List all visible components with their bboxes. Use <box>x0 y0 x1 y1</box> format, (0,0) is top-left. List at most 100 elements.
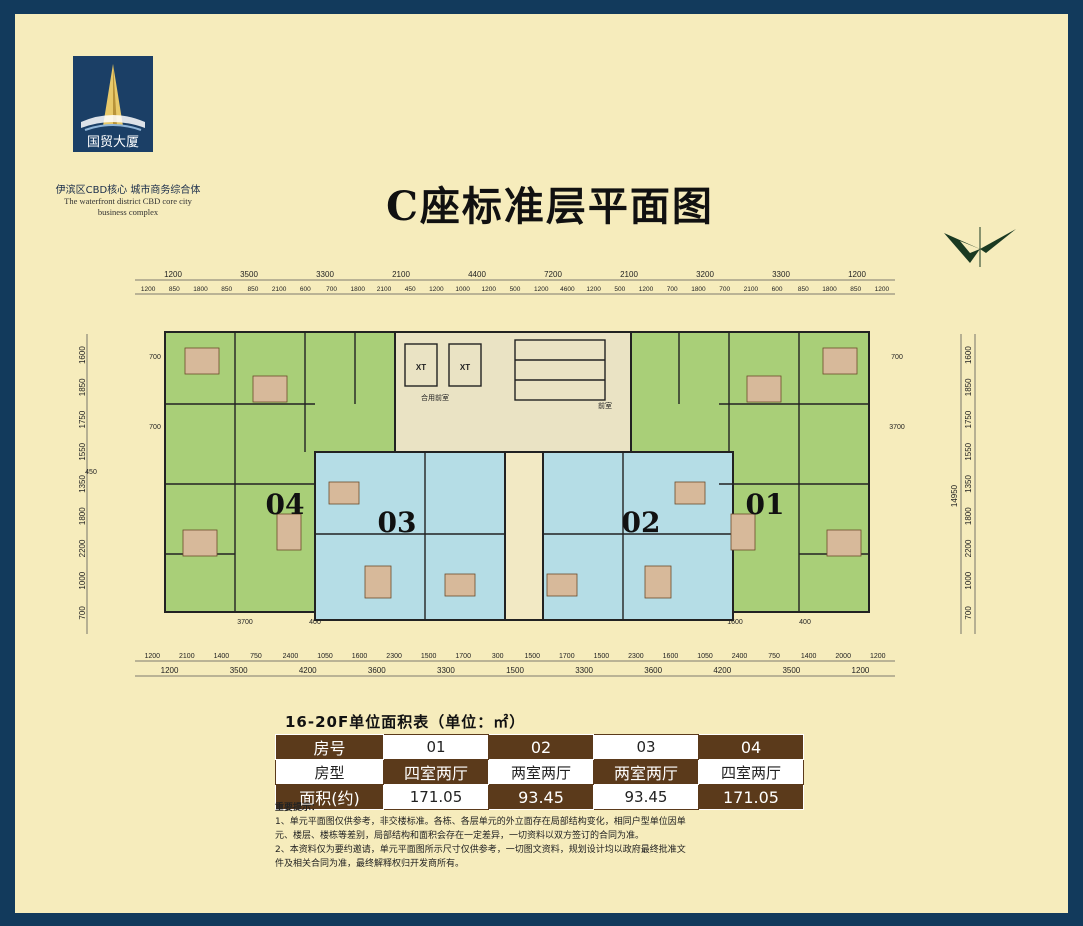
dimension-top-2: 1800 <box>822 286 837 293</box>
unit-label-04: 04 <box>266 488 305 521</box>
table-cell: 02 <box>488 734 594 760</box>
unit-area-table: 房号 01 02 03 04 房型 四室两厅 两室两厅 两室两厅 四室两厅 面积… <box>275 734 804 810</box>
table-cell: 四室两厅 <box>383 759 489 785</box>
dimension-bottom-1: 750 <box>250 653 262 660</box>
dimension-inner: 3700 <box>889 424 905 431</box>
dimension-bottom-1: 1500 <box>594 653 610 660</box>
dimension-top-2: 1800 <box>193 286 208 293</box>
dimension-left: 700 <box>78 606 87 620</box>
light-well <box>504 451 544 621</box>
dimension-bottom-2: 4200 <box>713 666 731 675</box>
dimension-left: 1750 <box>78 410 87 428</box>
dimension-bottom-1: 1600 <box>663 653 679 660</box>
dimension-bottom-1: 1050 <box>317 653 333 660</box>
dimension-top-1: 7200 <box>544 270 562 279</box>
dimension-top-2: 1800 <box>351 286 366 293</box>
elevator-label-2: XT <box>460 363 470 372</box>
table-cell: 房号 <box>275 734 384 760</box>
dimension-top-2: 1200 <box>534 286 549 293</box>
table-cell: 171.05 <box>383 784 489 810</box>
dimension-bottom-1: 750 <box>768 653 780 660</box>
dimension-top-2: 1200 <box>586 286 601 293</box>
dimension-bottom-1: 2100 <box>179 653 195 660</box>
dimension-inner: 700 <box>149 354 161 361</box>
dimension-top-2: 1800 <box>691 286 706 293</box>
room-label-lobby: 前室 <box>598 401 612 410</box>
dimension-right: 1800 <box>964 507 973 525</box>
dimension-bottom-1: 2300 <box>386 653 402 660</box>
dimension-bottom-1: 2300 <box>628 653 644 660</box>
table-cell: 93.45 <box>593 784 699 810</box>
dimension-top-2: 700 <box>326 286 337 293</box>
dimension-top-1: 2100 <box>392 270 410 279</box>
logo-name: 国贸大厦 <box>87 135 139 150</box>
dimension-bottom-1: 300 <box>492 653 504 660</box>
dimension-top-2: 850 <box>169 286 180 293</box>
dimension-inner: 700 <box>891 354 903 361</box>
dimension-top-1: 1200 <box>164 270 182 279</box>
dimension-top-1: 1200 <box>848 270 866 279</box>
dimension-bottom-1: 1400 <box>801 653 817 660</box>
dimension-bottom-1: 1400 <box>214 653 230 660</box>
dimension-left: 1850 <box>78 378 87 396</box>
table-cell: 两室两厅 <box>488 759 594 785</box>
dimension-left: 1350 <box>78 475 87 493</box>
dimension-bottom-1: 1700 <box>455 653 471 660</box>
elevator-label-1: XT <box>416 363 426 372</box>
unit-label-03: 03 <box>378 506 417 539</box>
area-table-title: 16-20F单位面积表（单位：㎡） <box>285 713 526 731</box>
dimension-top-1: 3200 <box>696 270 714 279</box>
table-cell: 两室两厅 <box>593 759 699 785</box>
logo-tagline-en-2: business complex <box>97 207 159 217</box>
north-arrow-icon <box>940 219 1020 274</box>
table-cell: 四室两厅 <box>698 759 804 785</box>
dimension-bottom-1: 1500 <box>524 653 540 660</box>
dimension-bottom-2: 3500 <box>230 666 248 675</box>
logo-tagline: 伊滨区CBD核心 城市商务综合体 The waterfront district… <box>53 185 203 218</box>
dimension-bottom-1: 1700 <box>559 653 575 660</box>
dimension-bottom-1: 2400 <box>732 653 748 660</box>
dimension-top-1: 3300 <box>316 270 334 279</box>
dimension-top-2: 500 <box>614 286 625 293</box>
dimension-left: 1000 <box>78 571 87 589</box>
room-label-shared-lobby: 合用前室 <box>421 393 449 402</box>
dimension-top-1: 2100 <box>620 270 638 279</box>
dimension-top-2: 700 <box>667 286 678 293</box>
dimension-top-2: 850 <box>221 286 232 293</box>
dimension-bottom-1: 1050 <box>697 653 713 660</box>
dimension-top-2: 850 <box>850 286 861 293</box>
dimension-top-2: 4600 <box>560 286 575 293</box>
dimension-inner: 400 <box>309 619 321 626</box>
dimension-top-2: 700 <box>719 286 730 293</box>
dimension-bottom-2: 3300 <box>437 666 455 675</box>
dimension-top-1: 3500 <box>240 270 258 279</box>
dimension-bottom-1: 2000 <box>835 653 851 660</box>
table-row: 房号 01 02 03 04 <box>275 734 804 760</box>
dimension-bottom-2: 4200 <box>299 666 317 675</box>
dimension-top-2: 2100 <box>744 286 759 293</box>
unit-label-01: 01 <box>746 488 785 521</box>
dimension-top-2: 600 <box>772 286 783 293</box>
dimension-top-2: 1200 <box>639 286 654 293</box>
dimension-left: 2200 <box>78 539 87 557</box>
dimension-top-2: 850 <box>248 286 259 293</box>
dimension-bottom-2: 1200 <box>852 666 870 675</box>
notes-heading: 重要提示： <box>275 803 321 813</box>
table-row: 面积(约) 171.05 93.45 93.45 171.05 <box>275 784 804 810</box>
dimension-bottom-1: 1200 <box>870 653 886 660</box>
dimension-right: 1600 <box>964 346 973 364</box>
table-cell: 03 <box>593 734 699 760</box>
page-title: C座标准层平面图 <box>386 183 714 230</box>
dimension-top-2: 1200 <box>482 286 497 293</box>
dimension-inner: 450 <box>85 469 97 476</box>
notes-line: 1、单元平面图仅供参考，非交楼标准。各栋、各层单元的外立面存在局部结构变化，相同… <box>275 817 686 827</box>
dimension-bottom-1: 1600 <box>352 653 368 660</box>
dimension-right: 1850 <box>964 378 973 396</box>
logo-emblem: 国贸大厦 <box>73 56 153 152</box>
dimension-bottom-2: 1500 <box>506 666 524 675</box>
dimension-right: 1750 <box>964 410 973 428</box>
dimension-top-2: 2100 <box>377 286 392 293</box>
dimension-top-2: 1000 <box>455 286 470 293</box>
poster-background: 国贸大厦 伊滨区CBD核心 城市商务综合体 The waterfront dis… <box>15 14 1068 913</box>
